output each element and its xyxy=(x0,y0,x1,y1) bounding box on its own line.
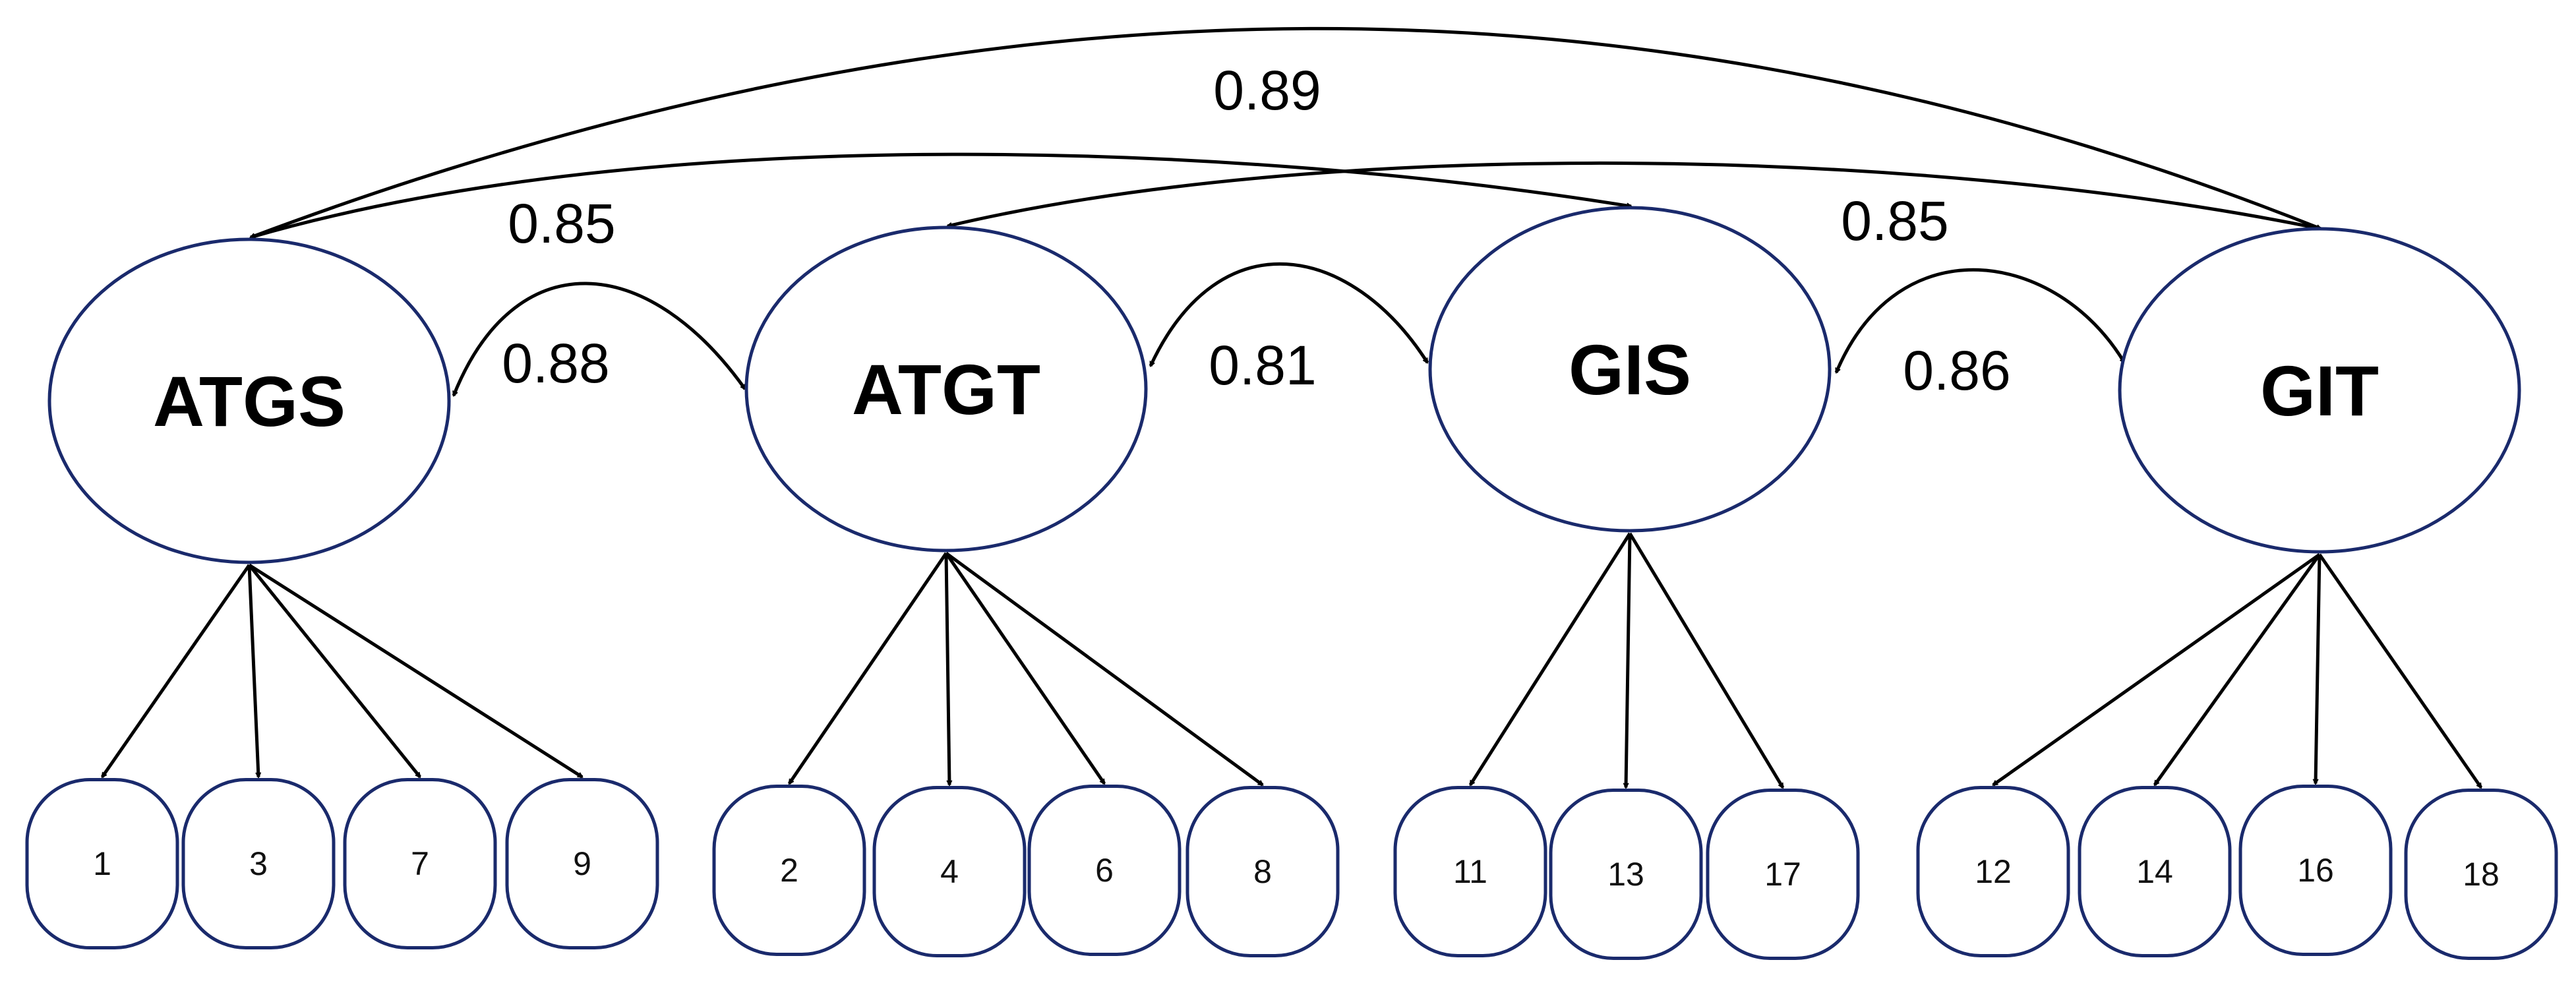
indicator-box-2 xyxy=(712,785,866,956)
indicator-box-13 xyxy=(1549,789,1703,960)
indicator-label-16: 16 xyxy=(2297,852,2334,889)
indicator-label-11: 11 xyxy=(1453,853,1487,890)
loading-arrow-atgs-3 xyxy=(247,564,258,777)
indicator-box-3 xyxy=(181,778,336,949)
indicator-label-9: 9 xyxy=(573,845,591,882)
correlation-arc-atgs-git xyxy=(251,26,2321,239)
correlation-arc-atgt-gis xyxy=(1149,262,1429,366)
indicator-box-16 xyxy=(2238,785,2393,956)
indicator-label-1: 1 xyxy=(93,845,111,882)
indicator-box-12 xyxy=(1916,786,2070,957)
loading-arrow-git-12 xyxy=(1992,553,2321,787)
indicator-label-3: 3 xyxy=(249,845,268,882)
indicator-label-13: 13 xyxy=(1607,856,1644,893)
loading-arrow-git-18 xyxy=(2318,553,2483,788)
indicator-label-4: 4 xyxy=(940,853,959,890)
indicator-box-14 xyxy=(2078,786,2232,957)
latent-label-gis: GIS xyxy=(1569,330,1691,409)
correlation-value-atgs-gis: 0.85 xyxy=(508,193,616,254)
indicator-box-9 xyxy=(505,778,659,949)
loading-arrow-atgs-9 xyxy=(248,563,582,779)
loading-arrow-atgt-6 xyxy=(944,552,1106,784)
indicator-label-2: 2 xyxy=(780,852,798,889)
indicator-label-7: 7 xyxy=(411,845,429,882)
loading-arrow-git-14 xyxy=(2153,553,2321,786)
indicator-label-18: 18 xyxy=(2463,856,2500,893)
indicator-label-14: 14 xyxy=(2136,853,2173,890)
indicator-box-8 xyxy=(1185,786,1340,957)
latent-label-atgt: ATGT xyxy=(852,349,1040,429)
latent-ellipse-atgt xyxy=(744,225,1148,553)
correlation-arcs xyxy=(251,26,2321,396)
indicator-box-11 xyxy=(1393,786,1547,957)
latent-label-atgs: ATGS xyxy=(153,361,345,441)
loading-arrow-atgt-8 xyxy=(945,551,1264,787)
correlation-value-atgs-git: 0.89 xyxy=(1213,59,1321,121)
indicator-box-1 xyxy=(25,778,179,949)
indicator-box-7 xyxy=(343,778,497,949)
correlation-arc-atgs-gis xyxy=(251,152,1631,237)
loading-arrow-gis-11 xyxy=(1468,532,1632,785)
indicator-label-17: 17 xyxy=(1764,856,1801,893)
correlation-arc-atgs-atgt xyxy=(452,282,747,396)
correlation-value-atgs-atgt: 0.88 xyxy=(502,332,610,394)
correlation-arc-gis-git xyxy=(1834,268,2126,373)
latent-ellipse-git xyxy=(2118,227,2521,554)
loading-arrow-atgt-4 xyxy=(944,553,949,785)
loading-arrow-gis-13 xyxy=(1626,533,1632,788)
correlation-value-atgt-gis: 0.81 xyxy=(1209,334,1317,396)
latent-factors: ATGS ATGT GIS GIT xyxy=(47,206,2521,564)
latent-label-git: GIT xyxy=(2260,351,2379,431)
latent-ellipse-gis xyxy=(1428,206,1832,533)
correlation-value-atgt-git: 0.85 xyxy=(1841,190,1949,252)
loading-arrow-atgs-1 xyxy=(100,564,251,777)
correlation-labels: 0.88 0.81 0.86 0.85 0.85 0.89 xyxy=(502,59,2011,402)
loading-arrow-atgs-7 xyxy=(248,564,421,779)
loading-arrow-atgt-2 xyxy=(787,552,948,784)
loading-arrow-git-16 xyxy=(2316,554,2321,784)
loading-arrow-gis-17 xyxy=(1628,532,1785,788)
latent-ellipse-atgs xyxy=(47,237,451,564)
indicator-box-17 xyxy=(1706,789,1860,960)
correlation-arc-atgt-git xyxy=(947,161,2321,229)
indicator-label-12: 12 xyxy=(1975,853,2012,890)
correlation-value-gis-git: 0.86 xyxy=(1903,340,2011,402)
loading-arrows xyxy=(100,532,2483,788)
indicator-box-6 xyxy=(1027,785,1182,956)
indicator-box-18 xyxy=(2404,789,2558,960)
indicator-label-6: 6 xyxy=(1095,852,1114,889)
indicator-box-4 xyxy=(872,786,1027,957)
indicator-label-8: 8 xyxy=(1253,853,1272,890)
